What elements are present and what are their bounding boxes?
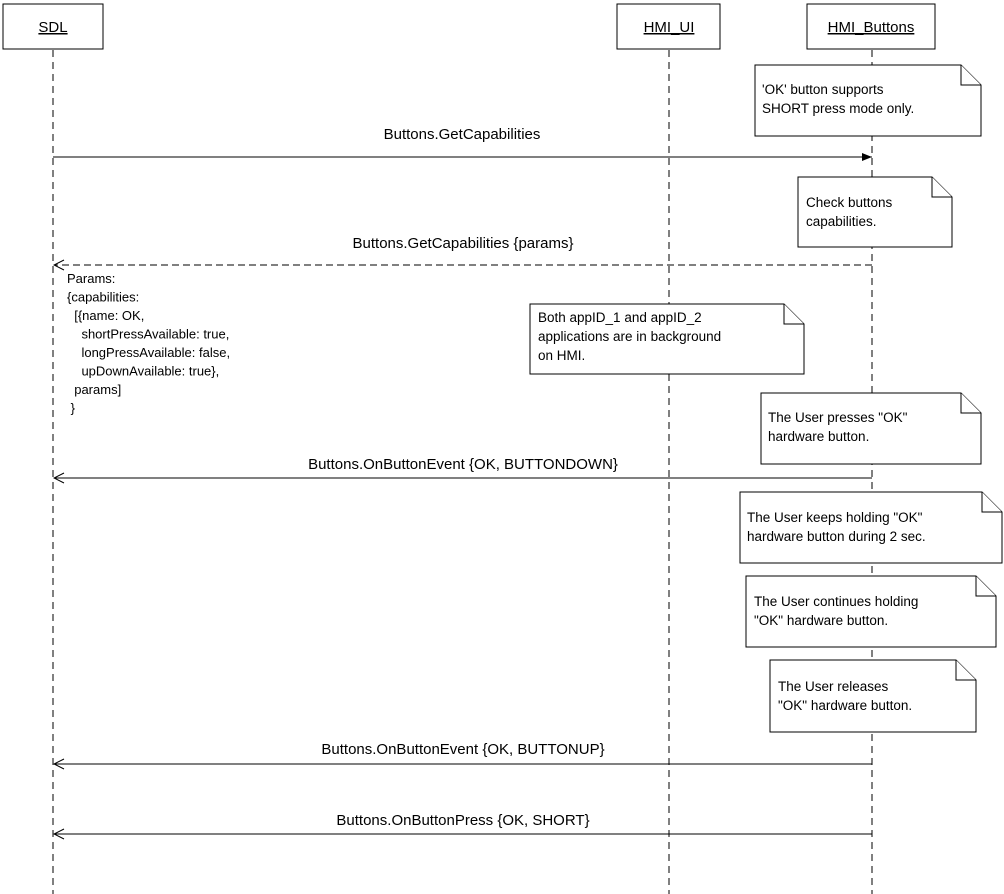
note-line: hardware button. [768,429,869,444]
note-line: on HMI. [538,348,585,363]
message-get-capabilities: Buttons.GetCapabilities [53,126,872,161]
message-on-button-event-up-label: Buttons.OnButtonEvent {OK, BUTTONUP} [321,741,604,758]
note-line: hardware button during 2 sec. [747,529,926,544]
note-line: capabilities. [806,214,877,229]
note-line: Check buttons [806,195,893,210]
message-on-button-press-label: Buttons.OnButtonPress {OK, SHORT} [336,812,589,829]
note-line: 'OK' button supports [762,82,884,97]
note-line: "OK" hardware button. [754,613,888,628]
message-get-capabilities-label: Buttons.GetCapabilities [384,126,541,143]
note-line: "OK" hardware button. [778,698,912,713]
params-line: longPressAvailable: false, [67,345,230,360]
note-check-capabilities: Check buttons capabilities. [797,176,953,248]
message-on-button-event-up: Buttons.OnButtonEvent {OK, BUTTONUP} [54,741,872,764]
params-line: } [67,401,76,416]
params-line: Params: [67,271,115,286]
note-user-presses: The User presses "OK" hardware button. [760,392,982,465]
note-user-releases: The User releases "OK" hardware button. [769,659,977,733]
note-line: applications are in background [538,329,721,344]
message-get-capabilities-response: Buttons.GetCapabilities {params} [54,235,872,265]
params-line: upDownAvailable: true}, [67,364,219,379]
message-get-capabilities-response-label: Buttons.GetCapabilities {params} [353,235,574,252]
params-line: [{name: OK, [67,308,144,323]
actor-hmi-ui: HMI_UI [616,3,721,50]
message-on-button-event-down-label: Buttons.OnButtonEvent {OK, BUTTONDOWN} [308,456,618,473]
note-line: The User releases [778,679,889,694]
note-line: SHORT press mode only. [762,101,914,116]
note-line: The User presses "OK" [768,410,908,425]
message-on-button-event-down: Buttons.OnButtonEvent {OK, BUTTONDOWN} [54,456,872,478]
note-line: The User keeps holding "OK" [747,510,923,525]
actor-sdl: SDL [2,3,104,50]
actor-sdl-label: SDL [38,19,67,36]
params-block: Params: {capabilities: [{name: OK, short… [67,271,248,416]
note-user-continues-holding: The User continues holding "OK" hardware… [745,575,997,648]
note-user-keeps-holding: The User keeps holding "OK" hardware but… [739,491,1003,564]
params-line: shortPressAvailable: true, [67,327,229,342]
note-ok-short-only: 'OK' button supports SHORT press mode on… [754,64,982,137]
message-on-button-press: Buttons.OnButtonPress {OK, SHORT} [54,812,872,834]
params-line: {capabilities: [67,290,139,305]
note-apps-background: Both appID_1 and appID_2 applications ar… [529,303,805,375]
note-line: Both appID_1 and appID_2 [538,310,702,325]
actor-hmi-ui-label: HMI_UI [644,19,695,36]
note-line: The User continues holding [754,594,918,609]
params-line: params] [67,382,121,397]
actor-hmi-buttons-label: HMI_Buttons [828,19,915,36]
actor-hmi-buttons: HMI_Buttons [806,3,936,50]
